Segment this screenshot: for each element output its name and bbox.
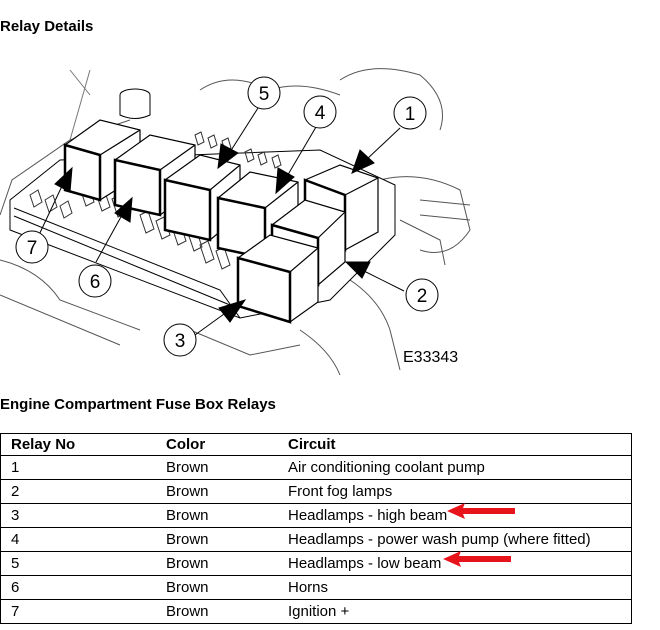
fuse-box-heading: Engine Compartment Fuse Box Relays bbox=[0, 396, 276, 413]
table-row: 2 Brown Front fog lamps bbox=[0, 479, 632, 504]
figure-id: E33343 bbox=[403, 349, 458, 366]
table-row: 1 Brown Air conditioning coolant pump bbox=[0, 455, 632, 480]
color-cell: Brown bbox=[156, 599, 278, 624]
circuit-cell: Air conditioning coolant pump bbox=[278, 455, 632, 480]
relay-box-diagram: 1 2 3 4 5 6 7 E33343 bbox=[0, 68, 471, 375]
column-header-color: Color bbox=[156, 433, 278, 456]
relay-no-cell: 5 bbox=[0, 551, 156, 576]
color-cell: Brown bbox=[156, 479, 278, 504]
highlight-arrow-icon bbox=[447, 503, 515, 519]
table-row: 5 Brown Headlamps - low beam bbox=[0, 551, 632, 576]
table-header-row: Relay No Color Circuit bbox=[0, 433, 632, 456]
relay-table: Relay No Color Circuit 1 Brown Air condi… bbox=[0, 433, 632, 624]
circuit-cell: Front fog lamps bbox=[278, 479, 632, 504]
relay-no-cell: 2 bbox=[0, 479, 156, 504]
callout-4: 4 bbox=[315, 103, 326, 124]
callout-1: 1 bbox=[405, 104, 416, 125]
relay-no-cell: 3 bbox=[0, 503, 156, 528]
color-cell: Brown bbox=[156, 575, 278, 600]
highlight-arrow-icon bbox=[443, 551, 511, 567]
callout-5: 5 bbox=[259, 84, 270, 105]
relay-no-cell: 4 bbox=[0, 527, 156, 552]
relay-no-cell: 1 bbox=[0, 455, 156, 480]
relay-no-cell: 6 bbox=[0, 575, 156, 600]
color-cell: Brown bbox=[156, 527, 278, 552]
color-cell: Brown bbox=[156, 503, 278, 528]
column-header-relay-no: Relay No bbox=[0, 433, 156, 456]
color-cell: Brown bbox=[156, 455, 278, 480]
circuit-cell: Headlamps - power wash pump (where fitte… bbox=[278, 527, 632, 552]
color-cell: Brown bbox=[156, 551, 278, 576]
table-row: 7 Brown Ignition + bbox=[0, 599, 632, 624]
relay-no-cell: 7 bbox=[0, 599, 156, 624]
callout-3: 3 bbox=[175, 331, 186, 352]
circuit-cell: Horns bbox=[278, 575, 632, 600]
circuit-cell: Headlamps - high beam bbox=[278, 503, 632, 528]
table-row: 6 Brown Horns bbox=[0, 575, 632, 600]
relay-details-heading: Relay Details bbox=[0, 18, 94, 35]
table-row: 3 Brown Headlamps - high beam bbox=[0, 503, 632, 528]
callout-6: 6 bbox=[90, 272, 101, 293]
callout-7: 7 bbox=[27, 238, 38, 259]
column-header-circuit: Circuit bbox=[278, 433, 632, 456]
circuit-cell: Ignition + bbox=[278, 599, 632, 624]
callout-2: 2 bbox=[417, 286, 428, 307]
table-row: 4 Brown Headlamps - power wash pump (whe… bbox=[0, 527, 632, 552]
